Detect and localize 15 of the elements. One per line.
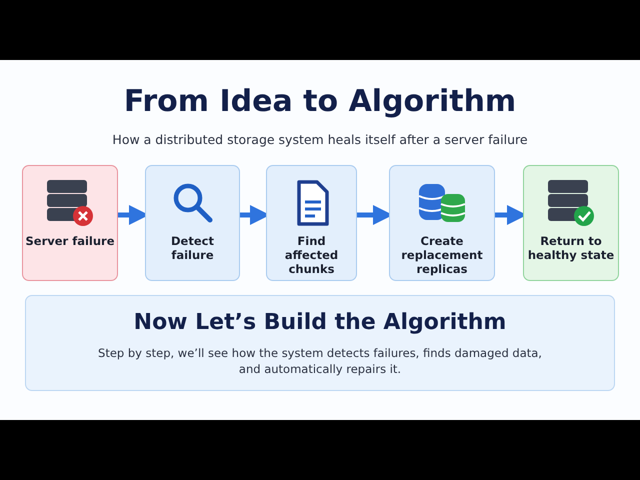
step-label: Find affected chunks xyxy=(284,234,340,276)
step-label: Server failure xyxy=(25,234,115,248)
step-box xyxy=(22,165,118,281)
step-box xyxy=(266,165,357,281)
subtitle: How a distributed storage system heals itself after a server failure xyxy=(112,132,528,147)
step-label: Return to healthy state xyxy=(526,234,616,262)
step-label: Create replacement replicas xyxy=(400,234,484,276)
step-box xyxy=(523,165,619,281)
info-panel xyxy=(25,295,615,391)
title: From Idea to Algorithm xyxy=(124,84,516,119)
step-box xyxy=(389,165,495,281)
panel-heading: Now Let’s Build the Algorithm xyxy=(132,310,508,335)
panel-text: Step by step, we’ll see how the system detects failures, finds damaged data, and automatically repairs it. xyxy=(97,345,543,377)
step-box xyxy=(145,165,240,281)
step-label: Detect failure xyxy=(170,234,215,262)
